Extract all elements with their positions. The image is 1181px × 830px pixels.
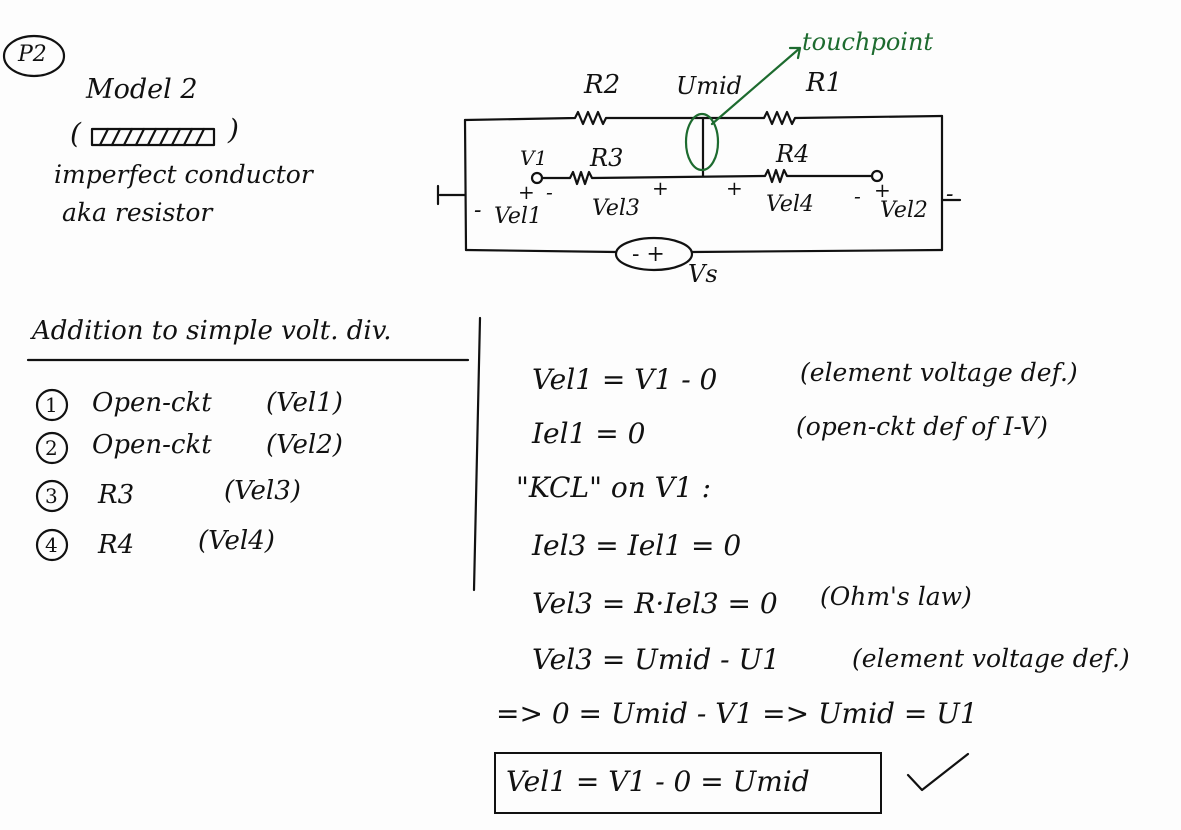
node-v1	[530, 171, 544, 185]
plus-vel2: +	[874, 178, 891, 202]
item-2-var: (Vel2)	[266, 430, 343, 460]
derivation-eq-2: Iel1 = 0	[532, 417, 646, 450]
item-4-num: 4	[45, 533, 58, 557]
check-mark	[906, 752, 970, 792]
page-tag: P2	[18, 42, 47, 67]
open-paren: (	[70, 117, 81, 150]
item-2-name: Open-ckt	[92, 430, 212, 460]
number-circle-2	[35, 431, 69, 465]
item-3-num: 3	[45, 484, 58, 508]
page-tag-circle	[2, 34, 66, 78]
inner-wire	[540, 168, 874, 186]
derivation-note-2: (open-ckt def of I-V)	[796, 412, 1048, 441]
source-polarity: - +	[632, 242, 665, 267]
label-r4: R4	[776, 140, 810, 168]
label-touchpoint: touchpoint	[802, 28, 934, 56]
model-line-2: aka resistor	[62, 198, 213, 227]
label-r2: R2	[584, 70, 621, 100]
bottom-wire	[464, 248, 944, 254]
label-vel4: Vel4	[766, 192, 814, 217]
plus-r3: +	[652, 176, 669, 200]
result-equation: Vel1 = V1 - 0 = Umid	[506, 765, 810, 798]
derivation-note-6: (element voltage def.)	[852, 644, 1130, 673]
label-v1: V1	[520, 146, 548, 170]
derivation-eq-6: Vel3 = Umid - U1	[532, 643, 780, 676]
left-rail	[463, 118, 468, 252]
close-paren: )	[228, 113, 239, 146]
derivation-note-5: (Ohm's law)	[820, 582, 972, 611]
minus-left-terminal: -	[474, 198, 482, 223]
item-1-var: (Vel1)	[266, 388, 343, 418]
node-vel2	[870, 169, 884, 183]
item-2-num: 2	[45, 436, 58, 460]
left-terminal	[436, 184, 467, 206]
touchpoint-loop	[684, 112, 720, 172]
derivation-eq-4: Iel3 = Iel1 = 0	[532, 529, 742, 562]
label-vel1: Vel1	[494, 204, 542, 229]
label-vs: Vs	[688, 260, 718, 288]
derivation-note-1: (element voltage def.)	[800, 358, 1078, 387]
label-r3: R3	[590, 144, 624, 172]
plus-r4: +	[726, 176, 743, 200]
item-3-name: R3	[98, 480, 135, 510]
left-column-divider	[472, 316, 482, 592]
model-title: Model 2	[86, 74, 198, 105]
derivation-eq-7: => 0 = Umid - V1 => Umid = U1	[496, 697, 978, 730]
minus-vel2: -	[854, 184, 861, 208]
derivation-eq-3: "KCL" on V1 :	[516, 471, 712, 504]
label-umid: Umid	[676, 72, 743, 100]
top-wire	[463, 110, 944, 126]
label-vel3: Vel3	[592, 196, 640, 221]
touchpoint-arrow	[710, 46, 802, 126]
plus-v1: +	[518, 180, 535, 204]
model-line-1: imperfect conductor	[54, 160, 313, 189]
label-vel2: Vel2	[880, 198, 928, 223]
voltage-source	[614, 236, 694, 272]
item-1-num: 1	[45, 393, 58, 417]
result-box	[494, 752, 882, 814]
minus-v1: -	[546, 180, 553, 204]
number-circle-4	[35, 528, 69, 562]
item-4-name: R4	[98, 530, 135, 560]
number-circle-3	[35, 479, 69, 513]
derivation-eq-5: Vel3 = R·Iel3 = 0	[532, 587, 778, 620]
number-circle-1	[35, 388, 69, 422]
hatched-conductor-icon	[90, 127, 216, 147]
addition-heading: Addition to simple volt. div.	[32, 316, 392, 346]
item-3-var: (Vel3)	[224, 476, 301, 506]
derivation-eq-1: Vel1 = V1 - 0	[532, 363, 718, 396]
minus-right-terminal: -	[946, 182, 954, 207]
item-4-var: (Vel4)	[198, 526, 275, 556]
label-r1: R1	[806, 68, 843, 98]
item-1-name: Open-ckt	[92, 388, 212, 418]
